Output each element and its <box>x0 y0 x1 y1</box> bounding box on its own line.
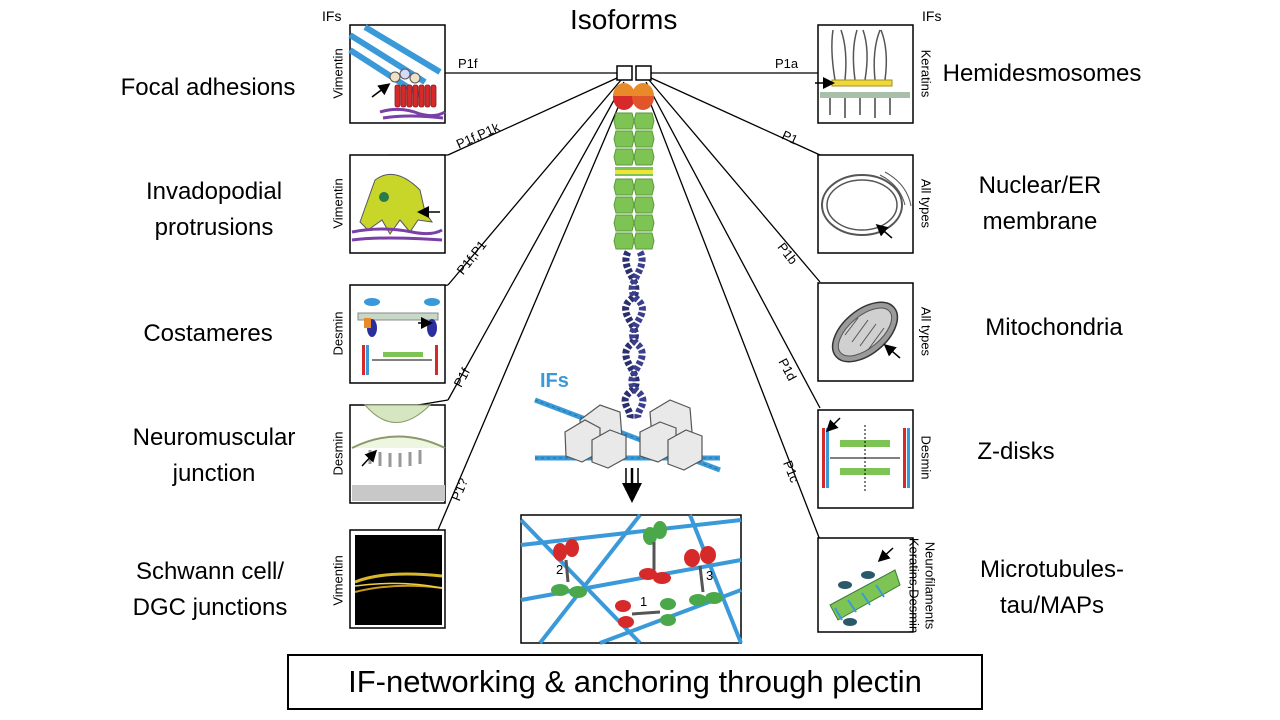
if-type-schwann: Vimentin <box>330 555 346 606</box>
plectin-crosslinkers <box>551 521 723 628</box>
panel-hemidesmosomes <box>815 24 914 124</box>
if-type-focal: Vimentin <box>330 48 346 99</box>
ifs-label-center: IFs <box>540 370 569 392</box>
panel-schwann-cell <box>349 529 446 629</box>
isoform-box-left <box>616 65 633 81</box>
isoform-label-p1a: P1a <box>775 56 799 71</box>
site-label-neuromuscular: Neuromuscular junction <box>132 424 296 487</box>
if-type-invadopodial: Vimentin <box>330 178 346 229</box>
panel-z-disks <box>817 409 914 509</box>
if-filament-binding <box>534 397 721 503</box>
plectin-molecule <box>613 83 655 419</box>
if-type-z-disks: Desmin <box>918 435 934 480</box>
if-type-microtubules-line2: Keratins,Desmin <box>906 537 922 634</box>
if-network-panel <box>519 513 743 645</box>
panel-mitochondria <box>817 282 914 382</box>
site-label-z-disks: Z-disks <box>977 438 1055 465</box>
site-label-schwann: Schwann cell/ DGC junctions <box>132 558 288 621</box>
site-label-nuclear-er: Nuclear/ER membrane <box>978 172 1102 235</box>
if-type-costameres: Desmin <box>330 311 346 356</box>
ifs-label-left: IFs <box>322 8 342 24</box>
panel-microtubules <box>817 537 914 633</box>
isoform-box-right <box>635 65 652 81</box>
network-label-3: 3 <box>706 568 714 583</box>
site-label-focal-adhesions: Focal adhesions <box>120 74 296 101</box>
panel-costameres <box>349 284 446 384</box>
if-type-mitochondria: All types <box>918 306 934 357</box>
caption-box: IF-networking & anchoring through plecti… <box>287 654 983 710</box>
panel-nuclear-er-membrane <box>817 154 914 254</box>
caption-text: IF-networking & anchoring through plecti… <box>348 664 922 699</box>
site-label-hemidesmosomes: Hemidesmosomes <box>942 60 1142 87</box>
panel-invadopodial-protrusions <box>349 154 446 254</box>
panel-neuromuscular-junction <box>349 404 446 504</box>
panel-focal-adhesions <box>348 24 446 124</box>
site-label-microtubules: Microtubules- tau/MAPs <box>979 556 1125 619</box>
if-type-neuromuscular: Desmin <box>330 431 346 476</box>
network-label-2: 2 <box>556 562 564 577</box>
ifs-label-right: IFs <box>922 8 942 24</box>
isoform-label-p1f-focal: P1f <box>458 56 478 71</box>
network-label-1: 1 <box>640 594 648 609</box>
site-label-mitochondria: Mitochondria <box>985 314 1123 341</box>
diagram-title: Isoforms <box>570 4 678 35</box>
if-type-microtubules-line1: Neurofilaments <box>922 541 938 630</box>
if-type-hemidesmosomes: Keratins <box>918 49 934 98</box>
site-label-invadopodial: Invadopodial protrusions <box>145 178 283 241</box>
site-label-costameres: Costameres <box>143 320 273 347</box>
if-type-nuclear: All types <box>918 178 934 229</box>
